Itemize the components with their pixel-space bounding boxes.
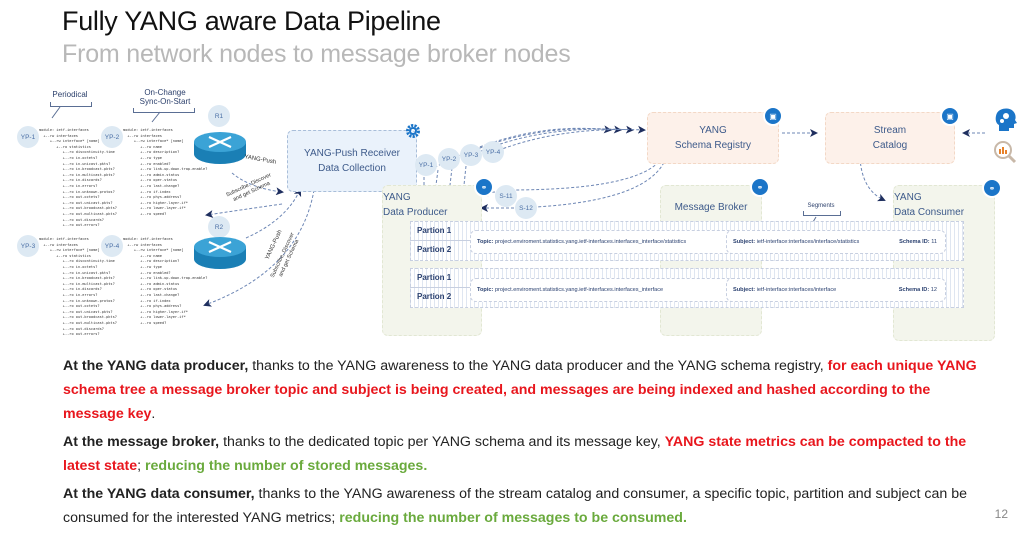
connector-lines bbox=[51, 106, 985, 307]
catalog-line1: Stream bbox=[873, 125, 907, 136]
schema-id-2-label: Schema ID: bbox=[898, 287, 930, 293]
yp-4-schema-tree: module: ietf-interfaces +--rw interfaces… bbox=[123, 237, 208, 325]
book-icon: ▣ bbox=[763, 106, 783, 126]
pipeline-diagram: Periodical On-Change Sync-On-Start YP-1 … bbox=[0, 88, 1024, 345]
p2-highlight-green: reducing the number of stored messages. bbox=[145, 458, 428, 474]
yang-data-consumer-node[interactable]: YANG Data Consumer bbox=[893, 185, 995, 341]
link-icon: ⚭ bbox=[474, 177, 494, 197]
edge-yp4-registry bbox=[493, 125, 646, 153]
subject-1-name: ietf-interface:interfaces/interface/stat… bbox=[756, 239, 860, 245]
page-number: 12 bbox=[994, 507, 1008, 521]
router-r1-icon bbox=[194, 132, 246, 164]
producer-line2: Data Producer bbox=[383, 207, 448, 218]
paragraph-producer: At the YANG data producer, thanks to the… bbox=[63, 354, 983, 426]
producer-yp-2-bubble: YP-2 bbox=[438, 148, 460, 170]
consumer-line2: Data Consumer bbox=[894, 207, 965, 218]
producer-yp-1-bubble: YP-1 bbox=[415, 154, 437, 176]
paragraph-broker: At the message broker, thanks to the ded… bbox=[63, 430, 983, 478]
consumer-line1: YANG bbox=[894, 192, 922, 203]
topic-1-pill: Topic: project.enviroment.statistics.yan… bbox=[470, 230, 738, 254]
head-gears-icon bbox=[995, 108, 1017, 131]
producer-line1: YANG bbox=[383, 192, 411, 203]
schema-id-2-value: 12 bbox=[930, 287, 937, 293]
edge-receiver-to-r1 bbox=[205, 203, 283, 219]
stream-catalog-node[interactable]: Stream Catalog bbox=[825, 112, 955, 164]
subject-1-pill: Subject: ietf-interface:interfaces/inter… bbox=[726, 230, 946, 254]
p2-lead: At the message broker, bbox=[63, 434, 220, 450]
yp-3-badge: YP-3 bbox=[17, 235, 39, 257]
analytics-magnifier-icon bbox=[994, 141, 1017, 164]
p2-sep: ; bbox=[137, 458, 146, 474]
yang-push-receiver-node[interactable]: YANG-Push Receiver Data Collection bbox=[287, 130, 417, 192]
catalog-line2: Catalog bbox=[872, 140, 908, 151]
p3-highlight-green: reducing the number of messages to be co… bbox=[339, 510, 687, 526]
p1-highlight: for each unique YANG schema tree a messa… bbox=[63, 358, 977, 422]
p1-end: . bbox=[151, 406, 156, 422]
subject-2-label: Subject: bbox=[733, 287, 756, 293]
schema-id-1-value: 11 bbox=[931, 239, 937, 245]
p2-highlight-red: YANG state metrics can be compacted to t… bbox=[63, 434, 967, 474]
topic-2-label: Topic: bbox=[477, 287, 494, 293]
yp-4-badge: YP-4 bbox=[101, 235, 123, 257]
receiver-line1: YANG-Push Receiver bbox=[304, 148, 400, 159]
edge-r2-to-receiver bbox=[245, 188, 302, 239]
partition-1-label: Partion 1 bbox=[417, 226, 452, 235]
segments-brace bbox=[803, 211, 841, 216]
router-r2-icon bbox=[194, 237, 246, 269]
router-r1-badge: R1 bbox=[208, 105, 230, 127]
schema-s-12-bubble: S-12 bbox=[515, 197, 537, 219]
subject-1-label: Subject: bbox=[733, 239, 756, 245]
yp-3-schema-tree: module: ietf-interfaces +--rw interfaces… bbox=[39, 237, 117, 337]
p1-lead: At the YANG data producer, bbox=[63, 358, 249, 374]
partition-1-label: Partion 1 bbox=[417, 273, 452, 282]
link-icon: ⚭ bbox=[750, 177, 770, 197]
edge-registry-s11 bbox=[507, 157, 663, 191]
topic-1-name: project.enviroment.statistics.yang.ietf-… bbox=[494, 239, 687, 245]
book-icon: ▣ bbox=[940, 106, 960, 126]
p1-text: thanks to the YANG awareness to the YANG… bbox=[248, 358, 828, 374]
edge-receiver-to-r2 bbox=[203, 189, 315, 307]
schema-s-11-bubble: S-11 bbox=[495, 185, 517, 207]
receiver-line2: Data Collection bbox=[318, 163, 386, 174]
registry-line2: Schema Registry bbox=[674, 140, 752, 151]
on-change-label: On-Change bbox=[144, 88, 186, 97]
yp-2-schema-tree: module: ietf-interfaces +--rw interfaces… bbox=[123, 128, 208, 216]
periodical-brace bbox=[50, 102, 92, 107]
topic-1-label: Topic: bbox=[477, 239, 494, 245]
yp-2-badge: YP-2 bbox=[101, 126, 123, 148]
broker-label: Message Broker bbox=[674, 202, 748, 213]
router-r2-badge: R2 bbox=[208, 216, 230, 238]
link-icon: ⚭ bbox=[982, 178, 1002, 198]
edge-catalog-to-consumer bbox=[859, 157, 886, 202]
subject-2-name: ietf-interface:interfaces/interface bbox=[756, 287, 837, 293]
yp-1-badge: YP-1 bbox=[17, 126, 39, 148]
schema-id-1-label: Schema ID: bbox=[899, 239, 930, 245]
paragraph-consumer: At the YANG data consumer, thanks to the… bbox=[63, 482, 983, 530]
yang-schema-registry-node[interactable]: YANG Schema Registry bbox=[647, 112, 779, 164]
topic-2-pill: Topic: project.enviroment.statistics.yan… bbox=[470, 278, 738, 302]
producer-yp-4-bubble: YP-4 bbox=[482, 141, 504, 163]
periodical-label: Periodical bbox=[52, 90, 88, 99]
gear-icon bbox=[406, 124, 420, 138]
topic-2-name: project.enviroment.statistics.yang.ietf-… bbox=[494, 287, 664, 293]
p2-text: thanks to the dedicated topic per YANG s… bbox=[219, 434, 665, 450]
producer-yp-3-bubble: YP-3 bbox=[460, 144, 482, 166]
slide-subtitle: From network nodes to message broker nod… bbox=[62, 40, 571, 68]
p3-lead: At the YANG data consumer, bbox=[63, 486, 255, 502]
partition-2-label: Partion 2 bbox=[417, 245, 452, 254]
partition-2-label: Partion 2 bbox=[417, 292, 452, 301]
edge-registry-s12 bbox=[535, 157, 667, 208]
p3-text: thanks to the YANG awareness of the stre… bbox=[63, 486, 967, 526]
subject-2-pill: Subject: ietf-interface:interfaces/inter… bbox=[726, 278, 946, 302]
sync-on-start-label: Sync-On-Start bbox=[139, 97, 191, 106]
on-change-brace bbox=[133, 108, 195, 113]
segments-label: Segments bbox=[807, 203, 835, 209]
yp-1-schema-tree: module: ietf-interfaces +--rw interfaces… bbox=[39, 128, 117, 228]
registry-line1: YANG bbox=[699, 125, 727, 136]
slide-title: Fully YANG aware Data Pipeline bbox=[62, 6, 441, 36]
